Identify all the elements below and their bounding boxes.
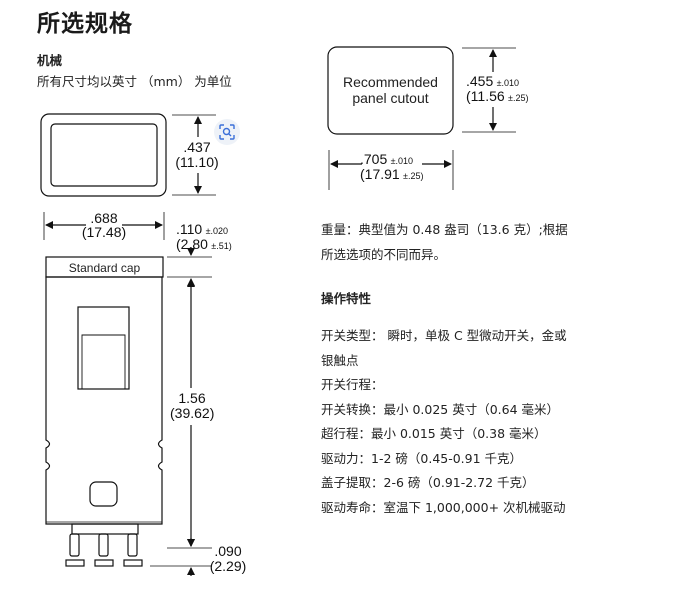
panel-cutout-box: [327, 46, 454, 135]
terminal-middle: [98, 533, 109, 557]
latch-window: [89, 481, 118, 507]
spec-life: 驱动寿命：室温下 1,000,000+ 次机械驱动: [321, 499, 566, 515]
spec-transfer: 开关转换：最小 0.025 英寸（0.64 毫米）: [321, 401, 560, 417]
cutout-label-line2: panel cutout: [352, 90, 429, 106]
cap-height-dimension: .437 (11.10): [175, 139, 219, 170]
switch-base: [71, 523, 139, 535]
operating-characteristics-list: 开关类型： 瞬时，单极 C 型微动开关，金或 银触点 开关行程： 开关转换：最小…: [321, 324, 567, 520]
cap-top-view-outer: [40, 113, 167, 197]
image-search-icon: [219, 124, 235, 140]
terminal-left: [69, 533, 80, 557]
body-height-dimension: 1.56 (39.62): [170, 390, 215, 421]
cutout-width-dimension: .705 ±.010 (17.91 ±.25): [360, 151, 424, 182]
terminal-dimension: .090 (2.29): [209, 543, 247, 574]
page-title: 所选规格: [37, 11, 133, 37]
spec-cap-pull: 盖子提取：2-6 磅（0.91-2.72 千克）: [321, 475, 535, 490]
section-heading-mechanical: 机械: [37, 53, 63, 68]
spec-switch-type: 开关类型： 瞬时，单极 C 型微动开关，金或: [321, 328, 567, 343]
units-note: 所有尺寸均以英寸 （mm） 为单位: [37, 74, 232, 89]
cutout-label-line1: Recommended: [343, 74, 438, 90]
weight-spec: 重量：典型值为 0.48 盎司（13.6 克）;根据 所选选项的不同而异。: [321, 222, 568, 262]
standard-cap-label: Standard cap: [68, 261, 141, 275]
spec-overtravel: 超行程：最小 0.015 英寸（0.38 毫米）: [321, 426, 547, 441]
operating-characteristics-heading: 操作特性: [321, 291, 372, 306]
spec-switch-type-cont: 银触点: [321, 352, 359, 368]
actuator-slot: [77, 306, 130, 390]
image-search-button[interactable]: [214, 119, 240, 145]
cap-gap-dimension: .110 ±.020 (2.80 ±.51): [176, 221, 232, 252]
terminal-right: [127, 533, 138, 557]
spec-travel: 开关行程：: [321, 377, 384, 392]
width-dimension: .688 (17.48): [81, 210, 127, 240]
cutout-height-dimension: .455 ±.010 (11.56 ±.25): [466, 73, 529, 104]
switch-body-outline: [45, 276, 163, 525]
cap-top-view-inner: [50, 123, 158, 187]
spec-force: 驱动力：1-2 磅（0.45-0.91 千克）: [321, 450, 523, 466]
